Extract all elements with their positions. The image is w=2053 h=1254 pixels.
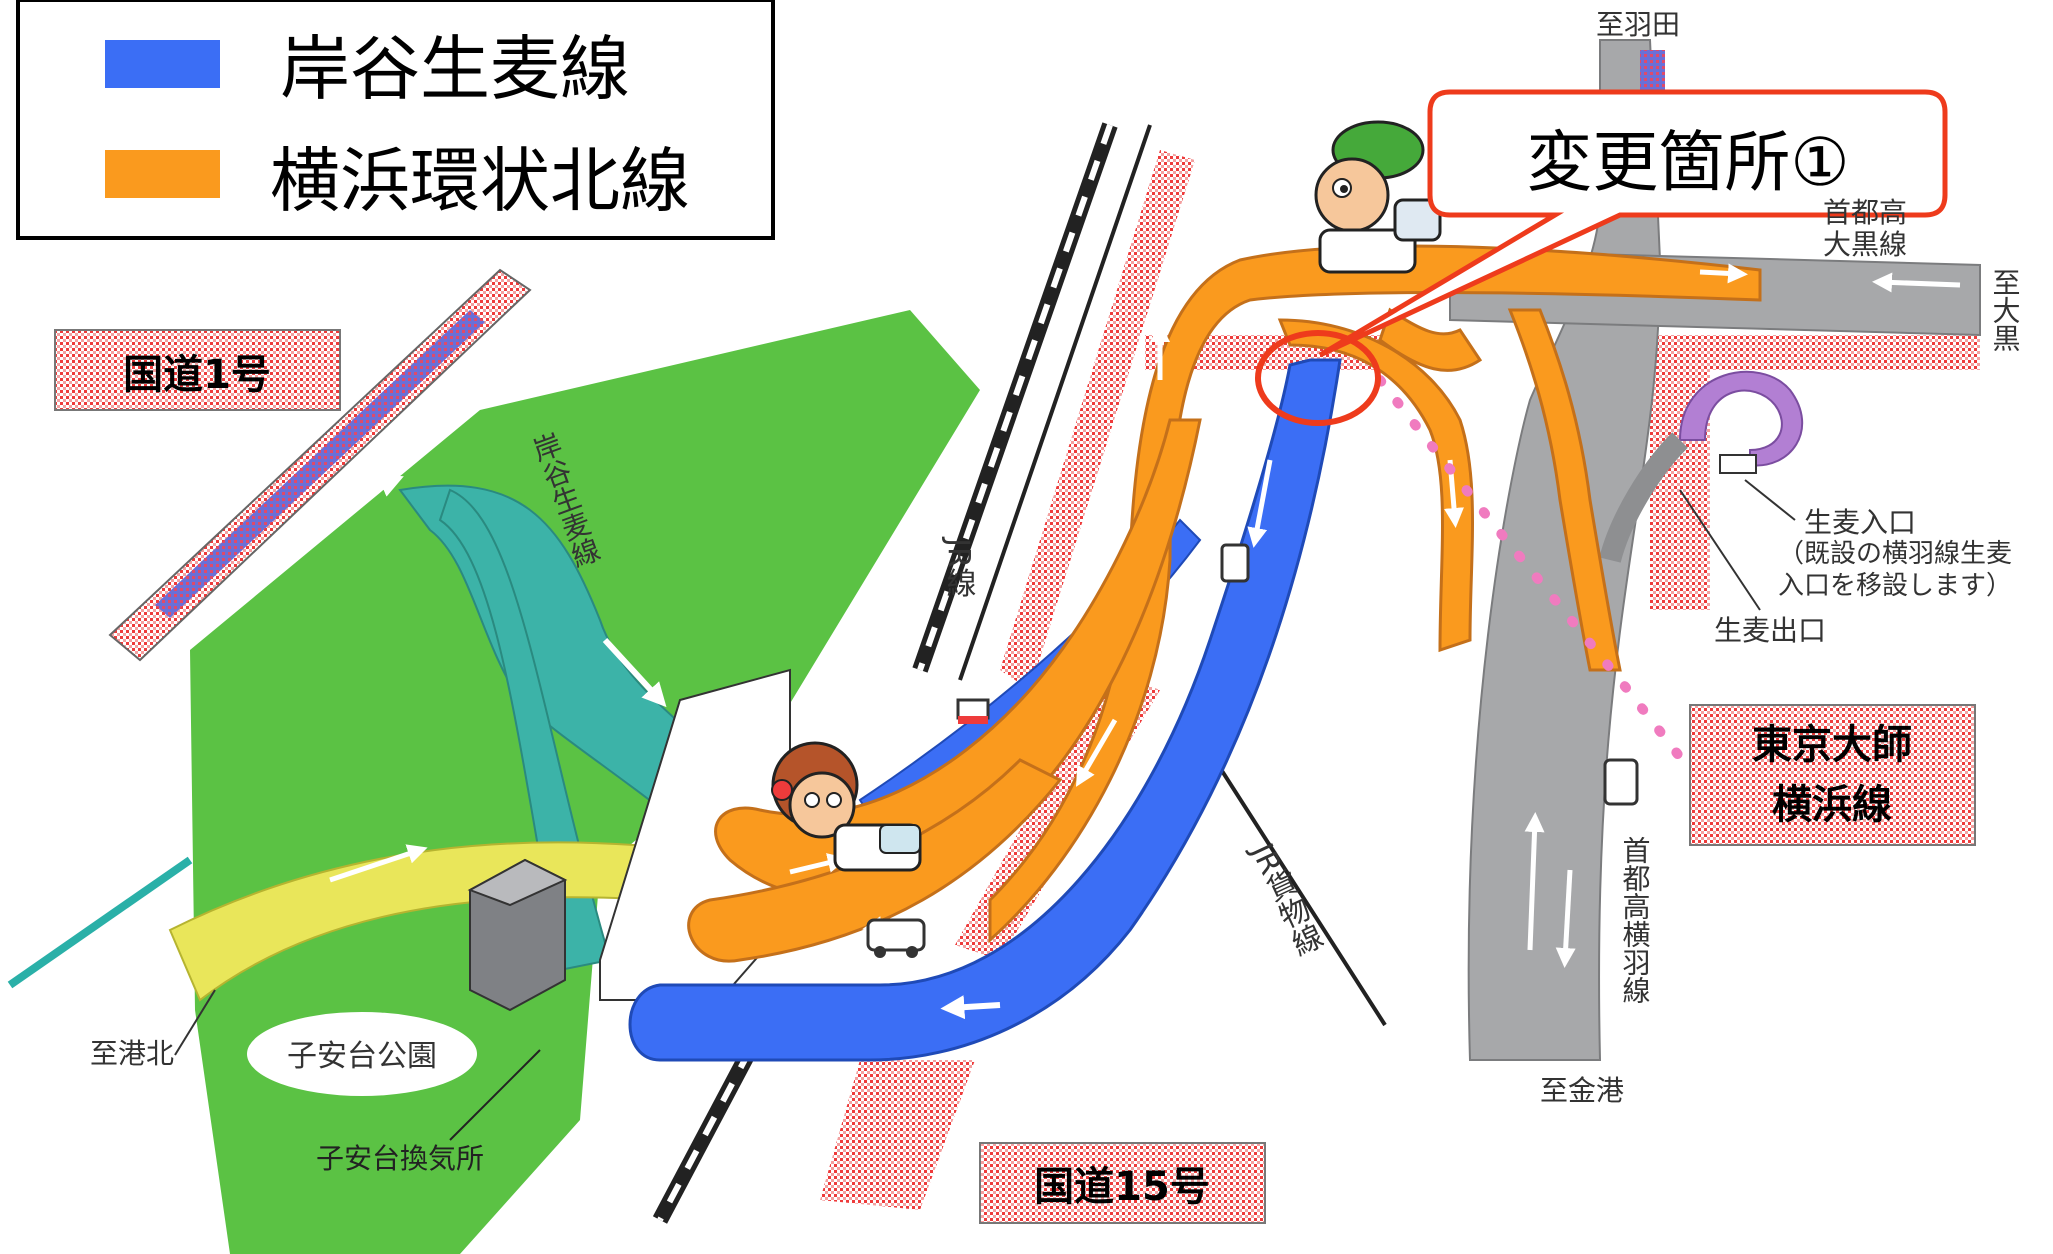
jr-freight-label: JR貨物線: [1243, 836, 1327, 962]
legend-label-kishiya: 岸谷生麦線: [280, 28, 630, 110]
tokyo-daishi-label-box: 東京大師 横浜線: [1689, 704, 1976, 846]
mascot-boy-icon: [1314, 120, 1442, 274]
park-label: 子安台公園: [287, 1039, 437, 1074]
entrance-leader-line: [1744, 479, 1796, 521]
blue-arrow: [940, 995, 1001, 1020]
blue-arrow-2: [1247, 459, 1273, 548]
route15-label: 国道15号: [1034, 1164, 1210, 1210]
toll-booth-icon: [956, 698, 990, 724]
namamugi-entrance-label: 生麦入口: [1804, 506, 1916, 539]
grey-arrow-down: [1555, 869, 1576, 968]
kanazawa-label: 至金港: [1540, 1074, 1624, 1107]
grey-arrow-up: [1524, 812, 1545, 951]
yellow-arrow: [329, 844, 428, 883]
route15-label-box: 国道15号: [979, 1142, 1266, 1224]
daikoku-line-label-1: 首都高: [1823, 196, 1907, 229]
grey-ramp: [1599, 432, 1688, 563]
change-point-callout: 変更箇所①: [1318, 89, 1948, 358]
daikoku-arrow: [1872, 272, 1961, 293]
exit-leader-line: [1679, 489, 1761, 611]
legend-swatch-yokohama: [105, 150, 220, 198]
ventilation-label: 子安台換気所: [316, 1142, 484, 1175]
route15-strip-south: [820, 1060, 975, 1210]
daikoku-line-label-2: 大黒線: [1823, 228, 1907, 261]
route1-road: [108, 268, 532, 662]
daikoku-dest-label: 至大黒: [1989, 268, 2022, 352]
pink-dotted-line: [1375, 375, 1695, 775]
namamugi-entrance-note-1: （既設の横羽線生麦: [1778, 539, 2012, 569]
car-icon: [866, 918, 926, 958]
route1-label: 国道1号: [123, 352, 271, 398]
teal-line: [7, 856, 193, 989]
jr-freight-track: [1213, 758, 1387, 1027]
kohoku-label: 至港北: [90, 1037, 174, 1070]
legend: 岸谷生麦線 横浜環状北線: [16, 0, 775, 240]
daikoku-cross-strip: [1650, 335, 1980, 370]
legend-label-yokohama: 横浜環状北線: [270, 140, 690, 222]
teal-arrow-2: [602, 637, 667, 708]
change-point-circle: [1255, 330, 1381, 426]
jr-line-track: [652, 122, 1152, 1224]
legend-swatch-kishiya: [105, 40, 220, 88]
shuto-yokohane-label: 首都高横羽線: [1619, 836, 1652, 1004]
haneda-label: 至羽田: [1596, 8, 1680, 41]
park-label-oval: 子安台公園: [247, 1012, 477, 1096]
ventilation-leader-line: [449, 1049, 541, 1141]
jr-line-label: JR線: [941, 536, 976, 598]
car-icon: [1603, 758, 1639, 806]
mascot-girl-icon: [771, 741, 922, 872]
teal-arrow: [358, 474, 404, 498]
namamugi-entrance-note-2: 入口を移設します）: [1778, 571, 2012, 601]
kishiya-namamugi-road: [628, 358, 1342, 1062]
callout-label: 変更箇所①: [1526, 124, 1849, 201]
car-icon: [1220, 543, 1250, 583]
ventilation-building: [467, 858, 568, 1012]
namamugi-exit-label: 生麦出口: [1714, 614, 1826, 647]
tokyo-daishi-label-1: 東京大師: [1752, 722, 1912, 768]
tokyo-daishi-label-2: 横浜線: [1772, 782, 1892, 828]
route15-strip-north: [1000, 150, 1195, 690]
kohoku-leader-line: [174, 989, 216, 1056]
toll-booth-icon: [1719, 454, 1757, 474]
route1-label-box: 国道1号: [54, 329, 341, 411]
